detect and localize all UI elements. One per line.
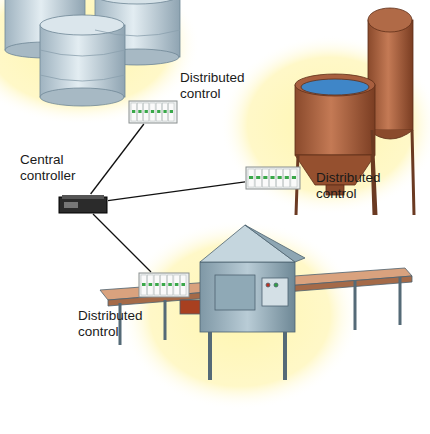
network-cable [108,182,245,201]
central-controller [58,194,108,214]
io-module-rack [245,166,301,190]
node-label: Central controller [20,152,100,184]
distributed-controller [128,100,178,124]
distributed-controller [245,166,301,190]
node-label: Distributed control [180,70,270,102]
controller-unit [58,194,108,214]
storage-tanks [5,0,180,106]
network-cable [91,124,144,194]
network-cable [93,214,151,272]
node-label: Distributed control [316,170,411,202]
packaging-machine [100,225,412,380]
node-label: Distributed control [78,308,168,340]
process-vessel [295,8,414,215]
io-module-rack [128,100,178,124]
io-module-rack [138,272,190,298]
distributed-controller [138,272,190,298]
